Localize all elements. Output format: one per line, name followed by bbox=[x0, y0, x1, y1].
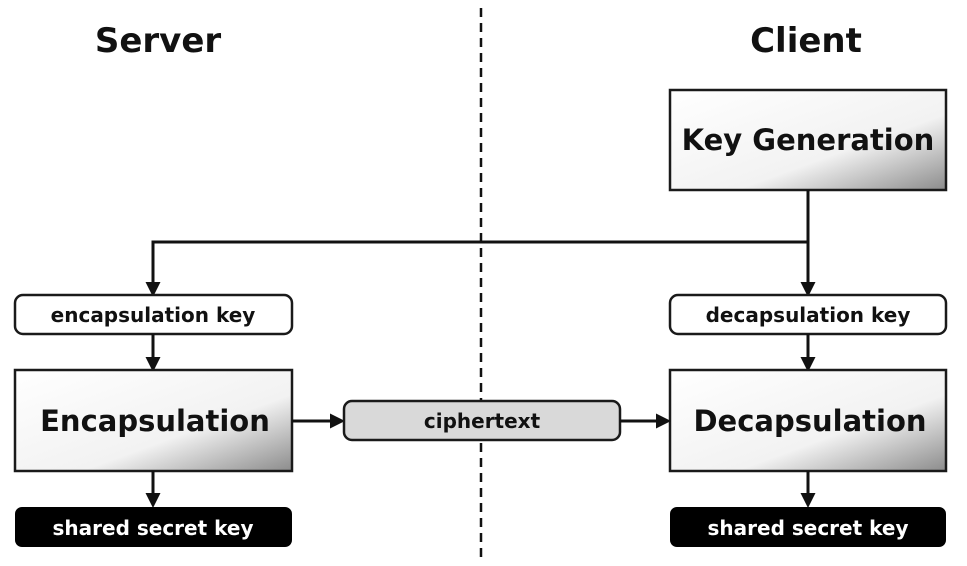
ciphertext-label: ciphertext bbox=[424, 409, 541, 433]
decapsulation-box: Decapsulation bbox=[668, 368, 948, 473]
decapsulation-key-box: decapsulation key bbox=[668, 293, 948, 336]
client-shared-secret-box: shared secret key bbox=[670, 507, 946, 547]
encapsulation-label: Encapsulation bbox=[40, 404, 270, 438]
encapsulation-box: Encapsulation bbox=[13, 368, 294, 473]
ciphertext-box: ciphertext bbox=[342, 399, 622, 442]
keygen-to-encap-key-arrow bbox=[145, 240, 808, 297]
decapsulation-label: Decapsulation bbox=[693, 404, 926, 438]
client-shared-secret-label: shared secret key bbox=[708, 516, 909, 540]
encapsulation-key-box: encapsulation key bbox=[13, 293, 294, 336]
decapsulation-key-label: decapsulation key bbox=[706, 303, 911, 327]
server-shared-secret-box: shared secret key bbox=[15, 507, 292, 547]
encapsulation-key-label: encapsulation key bbox=[51, 303, 256, 327]
key-generation-label: Key Generation bbox=[682, 123, 935, 157]
key-generation-box: Key Generation bbox=[668, 88, 948, 192]
server-title: Server bbox=[95, 21, 222, 61]
client-title: Client bbox=[750, 21, 862, 61]
server-shared-secret-label: shared secret key bbox=[53, 516, 254, 540]
